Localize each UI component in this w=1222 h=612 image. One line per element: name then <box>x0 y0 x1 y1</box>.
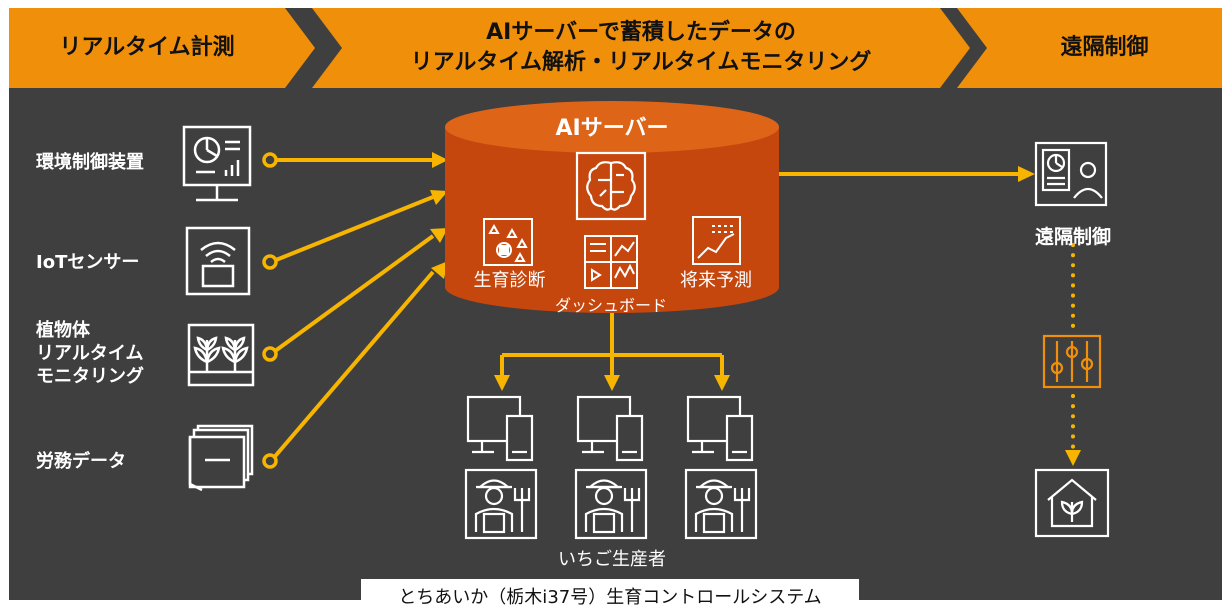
phase1: リアルタイム計測 <box>9 8 285 88</box>
source-label-plant-line2: リアルタイム <box>36 343 144 364</box>
source-label-environment: 環境制御装置 <box>36 152 144 173</box>
source-label-plant-line3: モニタリング <box>36 366 144 387</box>
phase1-chevron <box>9 8 315 88</box>
arrowheads <box>430 152 448 279</box>
plant-monitor-icon <box>187 323 255 387</box>
connector-dots <box>262 152 278 469</box>
remote-label: 遠隔制御 <box>1034 226 1111 248</box>
phase2-line2: リアルタイム解析・リアルタイムモニタリング <box>410 50 872 75</box>
document-stack-icon <box>188 424 254 492</box>
ai-brain-icon <box>575 151 647 221</box>
greenhouse-icon <box>1034 468 1110 538</box>
grower-connectors <box>500 313 724 376</box>
scatter-diagnosis-icon <box>483 218 533 266</box>
phase3-chevron <box>957 8 1222 88</box>
down-arrowhead <box>1065 450 1081 466</box>
computer-icon <box>466 395 534 462</box>
phase2-label: AIサーバーで蓄積したデータの リアルタイム解析・リアルタイムモニタリング <box>342 8 940 88</box>
source-label-plant: 植物体 リアルタイム モニタリング <box>36 319 144 388</box>
dashboard-icon <box>584 235 638 289</box>
phase2-chevron <box>312 8 970 88</box>
grower-icons <box>464 395 758 540</box>
forecast-chart-icon <box>692 216 741 265</box>
computer-icon <box>576 395 644 462</box>
feature-label-dashboard: ダッシュボード <box>554 296 667 315</box>
farmer-icon <box>684 468 758 540</box>
server-title: AIサーバー <box>555 116 669 141</box>
computer-icon <box>686 395 754 462</box>
wifi-sensor-icon <box>185 226 251 296</box>
farmer-icon <box>574 468 648 540</box>
farmer-icon <box>464 468 538 540</box>
phase2: AIサーバーで蓄積したデータの リアルタイム解析・リアルタイムモニタリング <box>342 8 940 88</box>
presentation-board-icon <box>182 125 252 202</box>
phase3-label: 遠隔制御 <box>1060 35 1149 60</box>
source-label-iot: IoTセンサー <box>36 252 140 273</box>
source-connectors <box>269 158 435 463</box>
growers-label: いちご生産者 <box>558 549 666 570</box>
feature-label-diagnosis: 生育診断 <box>473 270 546 291</box>
phase3: 遠隔制御 <box>987 8 1222 88</box>
phase2-line1: AIサーバーで蓄積したデータの <box>486 20 796 45</box>
remote-monitor-icon <box>1034 141 1108 207</box>
control-sliders-icon <box>1042 334 1102 389</box>
remote-arrowhead <box>1018 166 1035 182</box>
grower-arrowheads <box>494 375 730 391</box>
feature-label-forecast: 将来予測 <box>680 270 752 291</box>
system-caption: とちあいか（栃木i37号）生育コントロールシステム <box>361 579 859 612</box>
source-label-labor: 労務データ <box>36 451 126 472</box>
phase1-label: リアルタイム計測 <box>59 35 235 60</box>
source-label-plant-line1: 植物体 <box>36 320 90 341</box>
